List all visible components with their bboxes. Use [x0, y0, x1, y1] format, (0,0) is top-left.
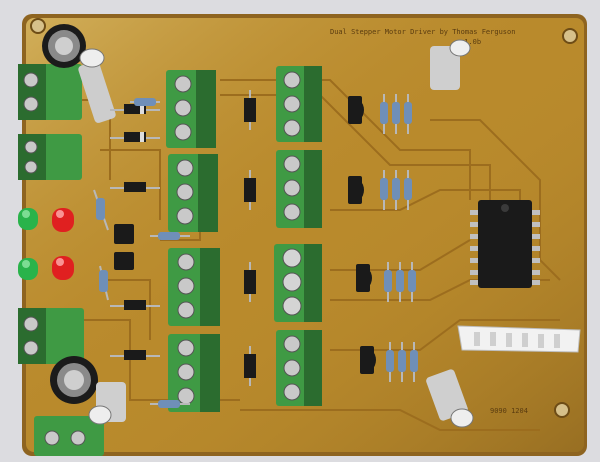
leds: [18, 208, 74, 280]
terminal-block-2pin: [34, 416, 104, 456]
pcb-board: [22, 14, 587, 456]
terminal-block-2pin: [18, 134, 82, 180]
standoff-top-left: [78, 48, 116, 123]
dip-ic: [470, 200, 540, 288]
terminal-block-3pin: [168, 154, 218, 232]
terminal-block-3pin: [274, 244, 322, 322]
terminal-block-2pin: [18, 308, 84, 364]
pin-header-connector: [457, 325, 581, 353]
terminal-block-3pin: [276, 330, 322, 406]
diodes: [110, 90, 256, 386]
terminal-block-3pin: [166, 70, 216, 148]
small-chips: [114, 224, 134, 270]
led-green: [18, 258, 38, 280]
left-terminal-blocks: [18, 64, 104, 456]
mounting-holes: [30, 18, 578, 418]
terminal-blocks-3pin: [166, 66, 322, 412]
capacitors: [42, 24, 98, 404]
led-green: [18, 208, 38, 230]
board-title-silk: Dual Stepper Motor Driver by Thomas Ferg…: [330, 28, 515, 36]
silkscreen: Dual Stepper Motor Driver by Thomas Ferg…: [330, 28, 528, 415]
capacitor-bottom: [50, 356, 98, 404]
led-red: [52, 256, 74, 280]
standoff-bottom-right: [426, 369, 474, 428]
board-corner-silk: 9090 1204: [490, 407, 528, 415]
transistors: [348, 96, 376, 374]
terminal-block-3pin: [168, 334, 220, 412]
led-red: [52, 208, 74, 232]
terminal-block-3pin: [276, 150, 322, 228]
standoff-top-right: [430, 39, 471, 90]
standoff-bottom-left: [88, 382, 126, 425]
standoffs: [78, 39, 474, 428]
terminal-block-2pin: [18, 64, 82, 120]
capacitor-top: [42, 24, 86, 68]
resistors: [93, 94, 418, 408]
board-subtitle-silk: v1.0b: [460, 38, 481, 46]
terminal-block-3pin: [168, 248, 220, 326]
terminal-block-3pin: [276, 66, 322, 142]
